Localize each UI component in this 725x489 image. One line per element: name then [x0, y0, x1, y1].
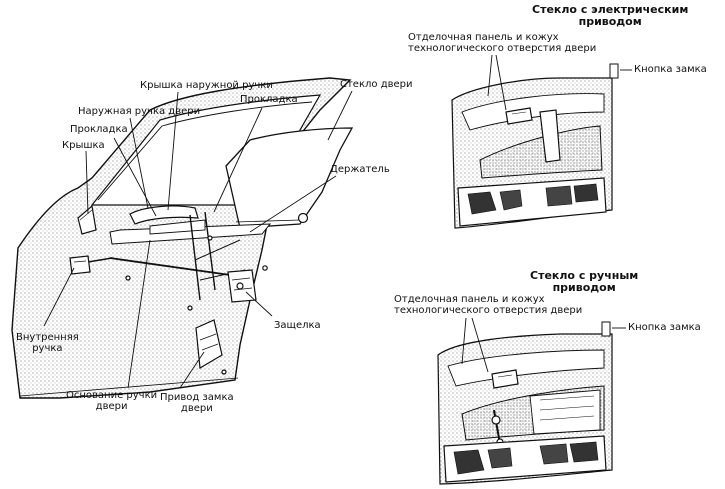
- power-window-trim-label: Отделочная панель и кожух технологическо…: [408, 32, 597, 54]
- power-window-trim-panel-drawing: [451, 63, 619, 229]
- holder-label: Держатель: [330, 164, 390, 175]
- latch-label: Защелка: [274, 320, 321, 331]
- manual-window-lock-button-label: Кнопка замка: [628, 322, 701, 333]
- gasket-left-label: Прокладка: [70, 124, 128, 135]
- left-leader-lines: [43, 90, 353, 389]
- power-window-lock-button-label: Кнопка замка: [634, 64, 707, 75]
- outer-door-handle-label: Наружная ручка двери: [78, 106, 201, 117]
- exploded-door-drawing: [11, 77, 354, 399]
- door-glass-label: Стекло двери: [340, 79, 413, 90]
- manual-window-heading: Стекло с ручным приводом: [530, 269, 639, 294]
- manual-window-trim-label: Отделочная панель и кожух технологическо…: [394, 294, 583, 316]
- gasket-right-label: Прокладка: [240, 94, 298, 105]
- top-right-leader-lines: [487, 54, 632, 111]
- manual-window-trim-panel-drawing: [437, 321, 613, 485]
- lock-drive-label: Привод замка двери: [160, 392, 234, 414]
- power-window-heading: Стекло с электрическим приводом: [532, 3, 689, 28]
- inner-handle-label: Внутренняя ручка: [16, 332, 79, 354]
- handle-base-label: Основание ручки двери: [66, 390, 158, 412]
- outer-handle-cover-label: Крышка наружной ручки: [140, 80, 273, 91]
- bottom-right-leader-lines: [461, 317, 626, 373]
- cover-label: Крышка: [62, 140, 105, 151]
